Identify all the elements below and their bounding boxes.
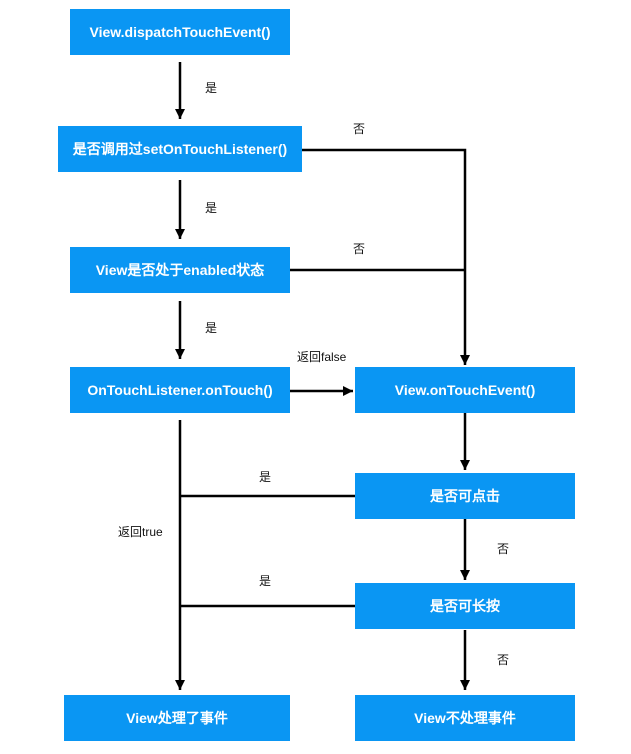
- label-long-clickable-yes: 是: [259, 574, 272, 588]
- label-clickable-no: 否: [497, 542, 510, 556]
- node-long-clickable-check: 是否可长按: [355, 583, 575, 629]
- label-listener-no: 否: [353, 122, 366, 136]
- node-clickable-check: 是否可点击: [355, 473, 575, 519]
- node-listener-set-check: 是否调用过setOnTouchListener(): [58, 126, 302, 172]
- label-clickable-yes: 是: [259, 470, 272, 484]
- label-enabled-no: 否: [353, 242, 366, 256]
- label-listener-yes: 是: [205, 201, 218, 215]
- node-view-handled: View处理了事件: [64, 695, 290, 741]
- node-on-touch-event: View.onTouchEvent(): [355, 367, 575, 413]
- label-on-touch-true: 返回true: [118, 525, 163, 539]
- label-enabled-yes: 是: [205, 321, 218, 335]
- node-view-not-handled: View不处理事件: [355, 695, 575, 741]
- line-listener-no: [302, 148, 467, 270]
- node-dispatch-touch-event: View.dispatchTouchEvent(): [70, 9, 290, 55]
- node-on-touch: OnTouchListener.onTouch(): [70, 367, 290, 413]
- label-dispatch-yes: 是: [205, 81, 218, 95]
- label-long-clickable-no: 否: [497, 653, 510, 667]
- label-on-touch-false: 返回false: [297, 350, 347, 364]
- node-enabled-check: View是否处于enabled状态: [70, 247, 290, 293]
